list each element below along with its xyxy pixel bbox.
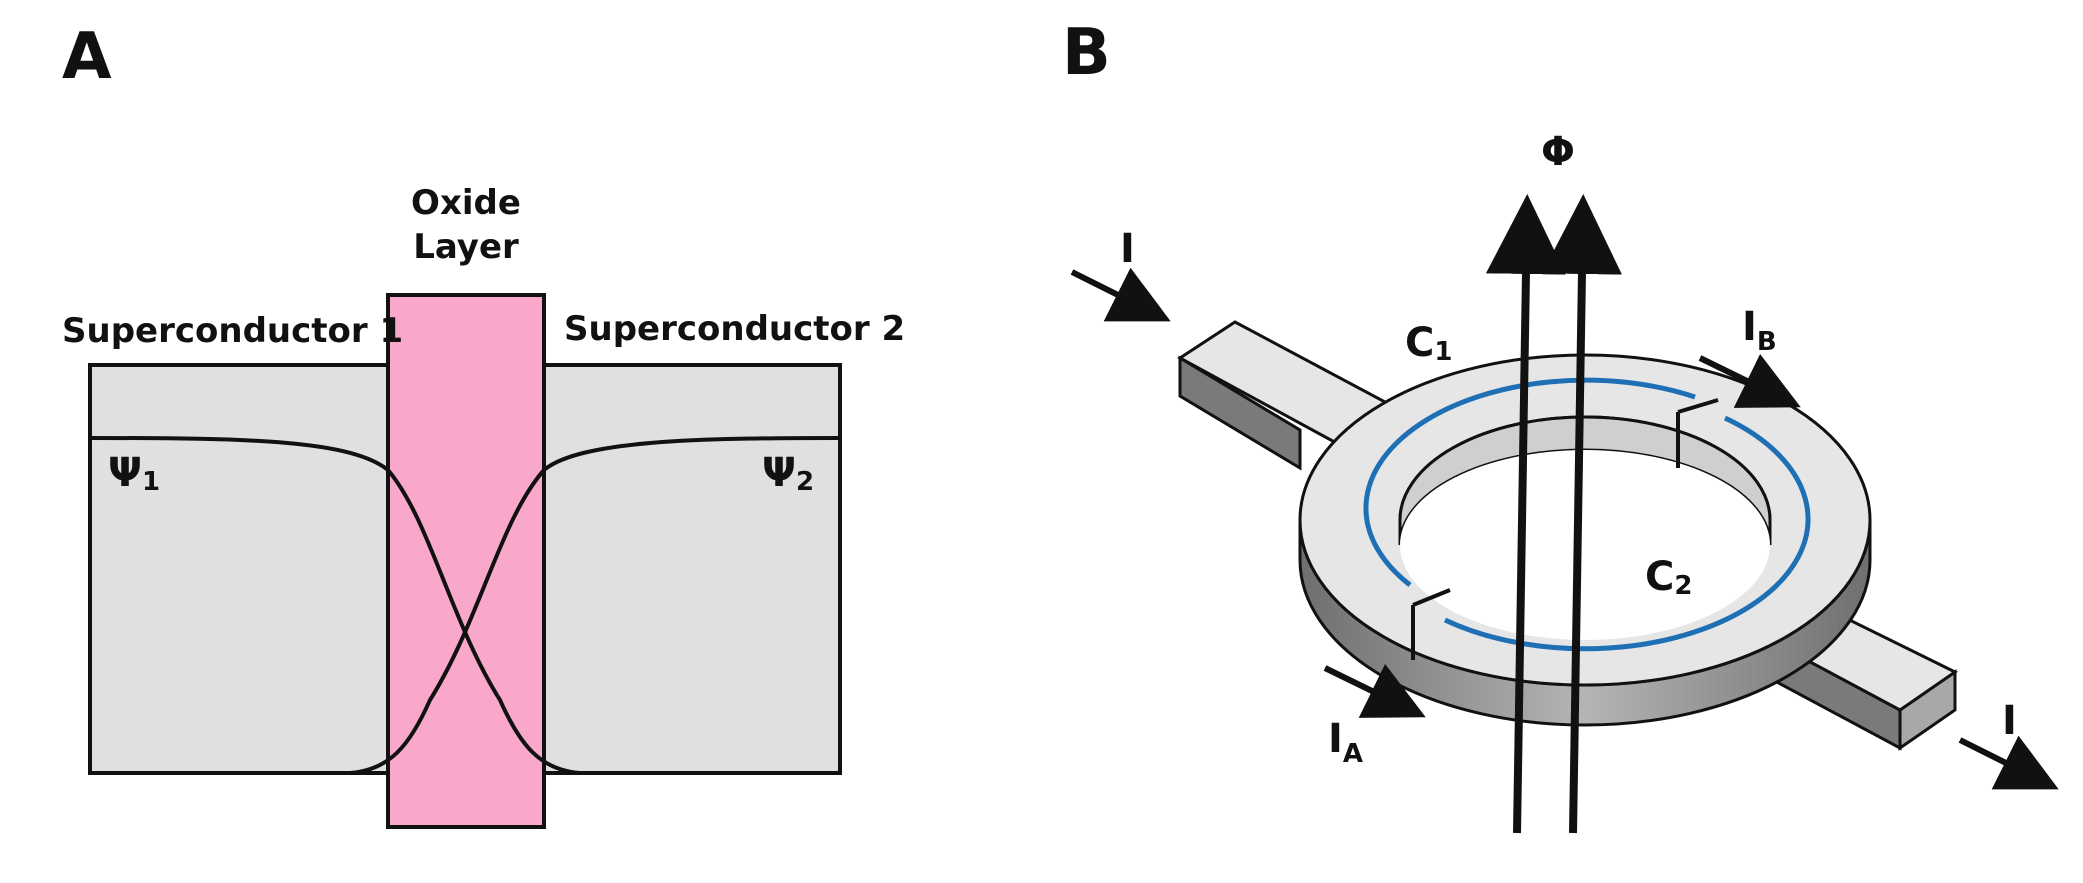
ib-arrow (1698, 353, 1801, 408)
current-path-c1 (1363, 377, 1696, 587)
psi2-label: Ψ2 (762, 450, 814, 497)
left-lead-side (1178, 355, 1302, 471)
oxide-label-line2: Layer (413, 227, 519, 267)
junction-b (1677, 398, 1719, 414)
psi2-curve (349, 436, 841, 775)
superconductor-1-label: Superconductor 1 (62, 311, 403, 351)
input-current-arrow (1070, 267, 1171, 322)
oxide-label-line1: Oxide (411, 183, 521, 223)
panel-a: A Oxide Layer Superconductor 1 Supercond… (62, 20, 905, 829)
ia-label: IA (1328, 716, 1363, 769)
psi1-label: Ψ1 (108, 450, 160, 497)
panel-b-label: B (1062, 16, 1111, 90)
oxide-layer (386, 293, 546, 829)
panel-b: B Φ I I IB (1062, 16, 2059, 834)
panel-a-label: A (62, 20, 112, 94)
superconductor-2-block (540, 363, 842, 775)
flux-arrow-right (1541, 194, 1622, 834)
ia-arrow (1323, 663, 1426, 718)
output-current-arrow (1958, 735, 2059, 790)
ib-label: IB (1742, 304, 1777, 357)
flux-arrow-left (1485, 194, 1566, 834)
current-path-c2 (1443, 415, 1811, 652)
c2-label: C2 (1645, 554, 1692, 601)
ring-hole-interior (1400, 450, 1770, 640)
superconductor-1-block (88, 363, 392, 775)
psi1-curve (89, 436, 581, 775)
flux-label: Φ (1541, 129, 1575, 175)
junction-a (1412, 588, 1451, 607)
output-current-label: I (2002, 698, 2017, 744)
input-current-label: I (1120, 226, 1135, 272)
superconductor-2-label: Superconductor 2 (564, 309, 905, 349)
c1-label: C1 (1405, 320, 1452, 367)
